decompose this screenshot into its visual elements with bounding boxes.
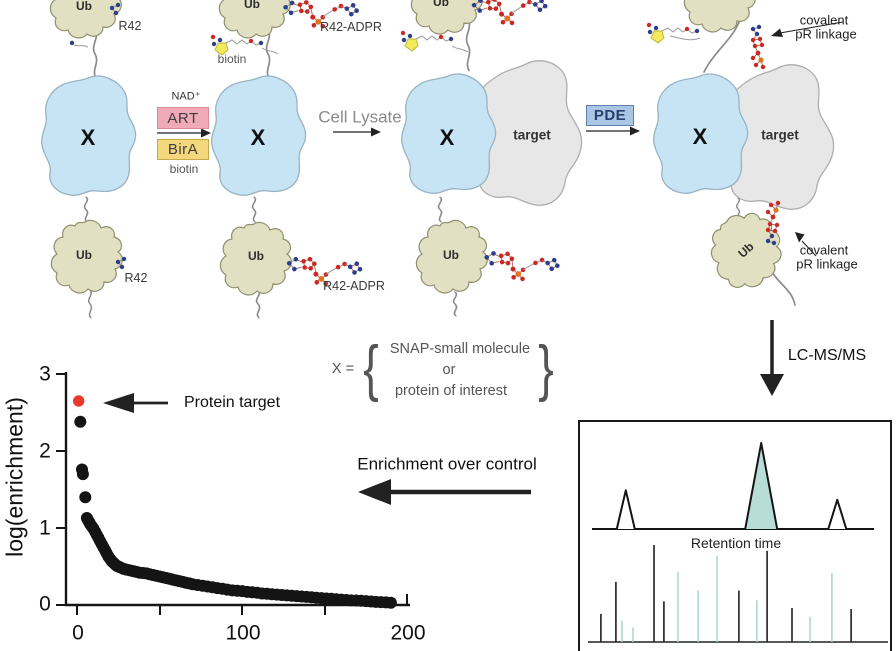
ub-label: Ub xyxy=(248,249,264,263)
ub-label: Ub xyxy=(76,0,92,13)
covalent-arrow-bottom xyxy=(801,240,817,257)
art-enzyme-box: ART xyxy=(157,107,209,129)
protein-x-label: X xyxy=(80,125,96,150)
r42-adpr-label: R42-ADPR xyxy=(323,278,385,293)
x-definition-prefix: X = xyxy=(331,360,355,377)
cell-lysate-label: Cell Lysate xyxy=(318,107,402,127)
chromatogram-plot xyxy=(592,442,874,530)
y-tick-label: 2 xyxy=(39,439,51,463)
protein-x-label: X xyxy=(439,125,455,150)
scatter-points xyxy=(73,395,397,609)
retention-time-label: Retention time xyxy=(690,535,782,551)
ms2-spectrum-plot xyxy=(588,545,888,643)
target-label: target xyxy=(761,127,799,143)
ub-label: Ub xyxy=(76,248,92,262)
x-tick-label: 200 xyxy=(390,621,426,645)
ub-label: Ub xyxy=(244,0,260,11)
bira-enzyme-box: BirA xyxy=(157,139,209,160)
x-option-snap: SNAP-small molecule xyxy=(389,340,531,357)
biotin-label: biotin xyxy=(217,52,247,66)
molecules xyxy=(69,0,781,292)
brace-right: } xyxy=(538,333,554,403)
pde-enzyme-box: PDE xyxy=(586,105,634,126)
covalent-arrow-top xyxy=(779,21,844,34)
x-tick-label: 100 xyxy=(225,621,261,645)
y-tick-label: 1 xyxy=(39,516,51,540)
y-tick-label: 3 xyxy=(39,362,51,386)
biotin-label: biotin xyxy=(169,162,199,176)
nad-label: NAD⁺ xyxy=(171,90,201,103)
covalent-label: covalent xyxy=(799,12,849,28)
y-tick-label: 0 xyxy=(39,592,51,616)
r42-adpr-label: R42-ADPR xyxy=(320,19,382,34)
pr-linkage-label: pR linkage xyxy=(796,256,858,272)
protein-x-label: X xyxy=(692,124,708,149)
covalent-label: covalent xyxy=(799,242,849,258)
x-option-protein: protein of interest xyxy=(394,382,508,399)
ub-label: Ub xyxy=(443,248,459,262)
pr-linkage-label: pR linkage xyxy=(795,26,857,42)
target-label: target xyxy=(513,127,551,143)
y-axis-title: log(enrichment) xyxy=(1,397,28,557)
protein-x-label: X xyxy=(250,125,266,150)
scatter-axes xyxy=(56,372,410,615)
r42-label: R42 xyxy=(124,270,148,285)
step-arrows xyxy=(103,21,844,505)
r42-label: R42 xyxy=(118,18,142,33)
ms-panel-box xyxy=(578,420,892,651)
enrichment-label: Enrichment over control xyxy=(357,454,537,474)
x-tick-label: 0 xyxy=(72,621,84,645)
protein-target-label: Protein target xyxy=(183,394,281,411)
ub-label: Ub xyxy=(433,0,449,9)
x-option-or: or xyxy=(442,361,456,378)
ub-blob xyxy=(683,0,756,33)
brace-left: { xyxy=(363,333,379,403)
lcms-label: LC-MS/MS xyxy=(787,347,867,364)
